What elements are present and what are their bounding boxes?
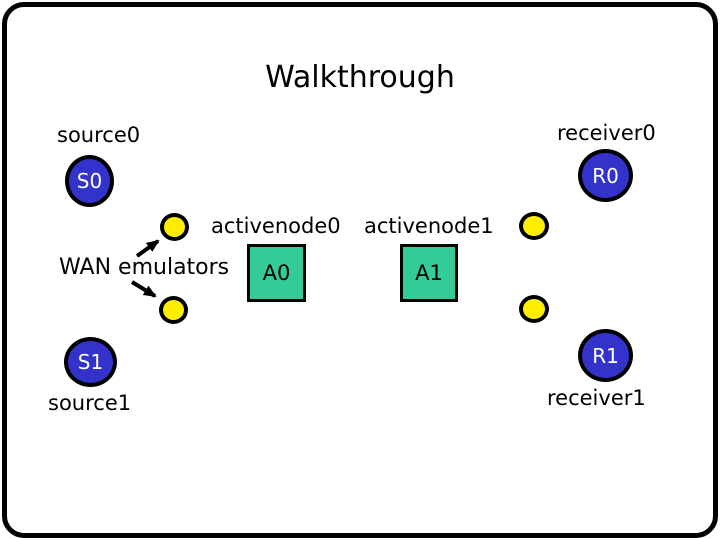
label-receiver1: receiver1: [547, 386, 646, 410]
wan-emulator-circle-top-left: [160, 213, 189, 241]
slide-title: Walkthrough: [265, 60, 455, 95]
label-activenode0: activenode0: [211, 214, 341, 238]
label-source0: source0: [57, 123, 141, 147]
node-a0-label: A0: [262, 260, 291, 285]
node-r1-label: R1: [592, 343, 619, 368]
node-s0: S0: [65, 155, 114, 207]
wan-emulator-circle-bottom-left: [159, 296, 188, 324]
label-wan-emulators: WAN emulators: [59, 255, 230, 280]
label-activenode1: activenode1: [364, 214, 494, 238]
node-r0-label: R0: [592, 163, 619, 188]
node-s0-label: S0: [76, 169, 103, 193]
node-a1: A1: [400, 244, 458, 302]
node-s1-label: S1: [77, 350, 104, 374]
node-s1: S1: [64, 337, 117, 387]
wan-emulator-circle-bottom-right: [519, 295, 549, 323]
wan-emulator-circle-top-right: [519, 212, 549, 240]
node-a0: A0: [247, 244, 306, 302]
node-a1-label: A1: [415, 260, 443, 285]
arrow-to-bottom-emulator-icon: [130, 280, 157, 298]
node-r0: R0: [578, 149, 633, 202]
node-r1: R1: [578, 329, 633, 382]
label-receiver0: receiver0: [557, 121, 656, 145]
label-source1: source1: [48, 391, 132, 415]
arrow-to-top-emulator-icon: [135, 239, 160, 258]
